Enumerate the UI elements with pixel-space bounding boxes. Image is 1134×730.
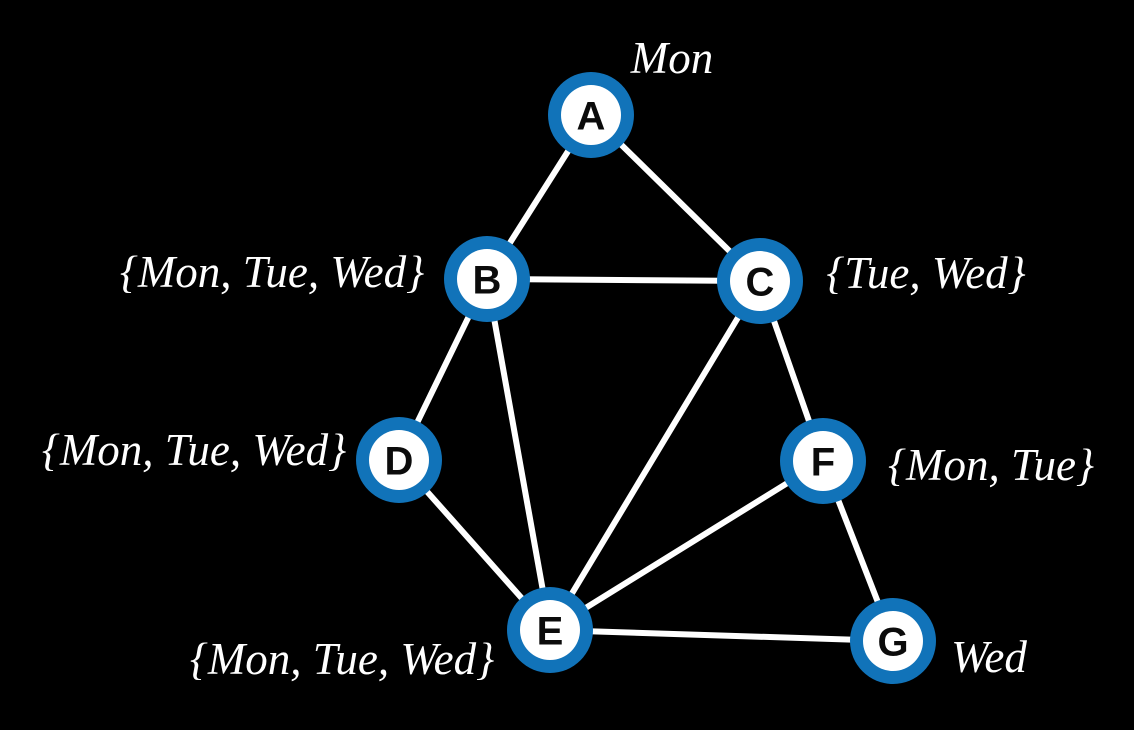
node-F: F [780,418,866,504]
edge-B-E [484,276,553,633]
node-D: D [356,417,442,503]
domain-label-G: Wed [951,632,1027,682]
domain-label-E: {Mon, Tue, Wed} [190,634,494,684]
node-letter-A: A [577,94,606,138]
node-fill-A [561,85,621,145]
node-fill-F [793,431,853,491]
node-G: G [850,598,936,684]
domain-label-C: {Tue, Wed} [826,248,1025,298]
node-A: A [548,72,634,158]
node-fill-B [457,249,517,309]
edge-E-F [547,458,826,633]
node-fill-G [863,611,923,671]
node-letter-D: D [385,439,414,483]
node-letter-E: E [537,609,564,653]
edge-E-G [547,627,896,644]
node-letter-G: G [877,620,908,664]
node-E: E [507,587,593,673]
node-C: C [717,238,803,324]
edge-C-E [547,278,763,633]
node-fill-C [730,251,790,311]
domain-label-A: Mon [630,33,714,83]
node-fill-D [369,430,429,490]
node-letter-F: F [811,440,835,484]
node-letter-B: B [473,258,502,302]
edge-B-C [484,276,763,284]
domain-label-D: {Mon, Tue, Wed} [42,425,346,475]
domain-label-B: {Mon, Tue, Wed} [120,247,424,297]
node-letter-C: C [746,260,775,304]
domain-label-F: {Mon, Tue} [888,440,1094,490]
node-fill-E [520,600,580,660]
node-B: B [444,236,530,322]
